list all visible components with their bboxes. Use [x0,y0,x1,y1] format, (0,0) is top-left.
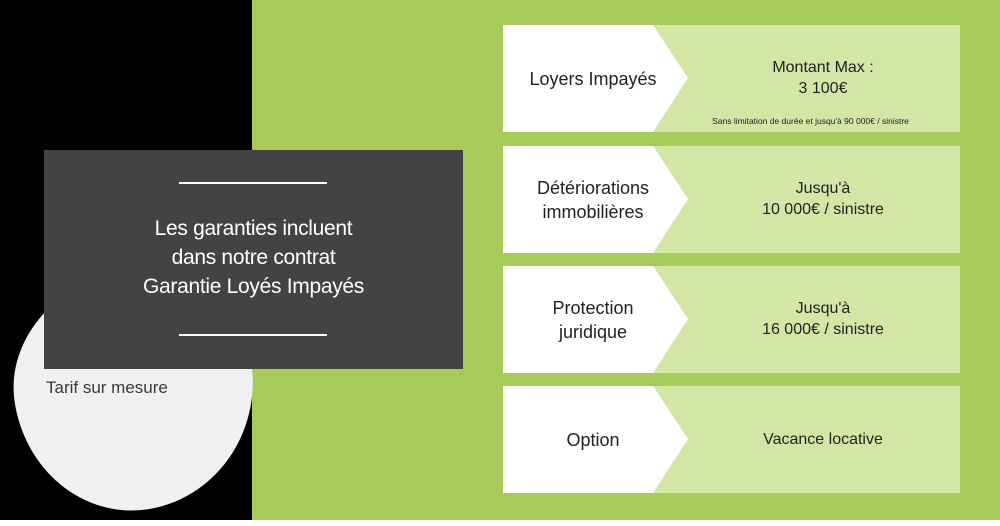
headline-bottom-rule [179,334,327,336]
guarantee-arrow-label [503,25,688,132]
guarantee-arrow-label [503,386,688,493]
guarantee-note: Sans limitation de durée et jusqu'à 90 0… [712,116,909,126]
guarantee-name-line: Loyers Impayés [529,68,657,89]
guarantee-value: Vacance locative [688,429,958,450]
headline-box: Les garanties incluent dans notre contra… [44,150,463,369]
guarantee-value: Montant Max : 3 100€ [688,57,958,99]
guarantee-name: Loyers Impayés [503,25,683,132]
guarantee-value-line: Vacance locative [763,431,883,448]
guarantee-arrow-label [503,266,688,373]
guarantee-row-loyers-impayes: Loyers Impayés Montant Max : 3 100€ Sans… [503,25,960,132]
guarantee-value-line: Jusqu'à [795,300,851,317]
headline-top-rule [179,182,327,184]
guarantee-name-line: Option [566,429,620,450]
guarantee-row-protection-juridique: Protection juridique Jusqu'à 16 000€ / s… [503,266,960,373]
guarantee-name: Protection juridique [503,266,683,373]
tarif-label: Tarif sur mesure [46,378,168,397]
guarantee-name-line: Détériorations [536,177,650,198]
guarantee-name-line: juridique [558,321,628,342]
headline-line-1: Les garanties incluent [154,217,353,240]
guarantee-value-line: 10 000€ / sinistre [762,201,884,218]
guarantee-name: Détériorations immobilières [503,146,683,253]
guarantee-row-option: Option Vacance locative [503,386,960,493]
guarantee-name-line: immobilières [542,201,644,222]
guarantee-value-line: 16 000€ / sinistre [762,321,884,338]
guarantee-value: Jusqu'à 16 000€ / sinistre [688,298,958,340]
guarantee-value-line: Jusqu'à [795,180,851,197]
guarantee-value: Jusqu'à 10 000€ / sinistre [688,178,958,220]
guarantee-row-deteriorations: Détériorations immobilières Jusqu'à 10 0… [503,146,960,253]
guarantee-value-line: 3 100€ [798,80,848,97]
headline-line-2: dans notre contrat [171,246,336,269]
guarantee-value-line: Montant Max : [772,59,874,76]
headline-line-3: Garantie Loyés Impayés [142,275,365,298]
headline-text: Les garanties incluent dans notre contra… [44,214,463,301]
guarantee-name: Option [503,386,683,493]
guarantee-arrow-label [503,146,688,253]
guarantee-name-line: Protection [552,297,634,318]
